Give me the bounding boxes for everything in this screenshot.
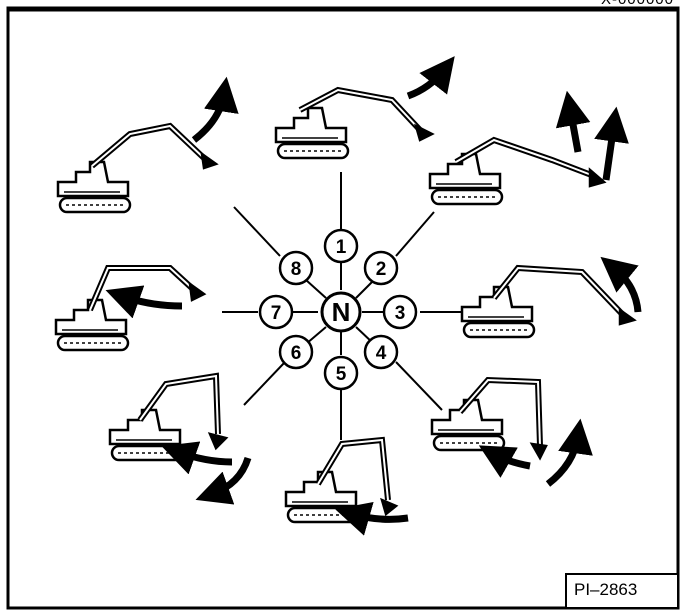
position-6-circle bbox=[278, 334, 314, 370]
position-5-label: 5 bbox=[336, 364, 347, 385]
excavator-position-8 bbox=[56, 76, 239, 214]
figure-number: PI–2863 bbox=[574, 580, 638, 599]
position-4-label: 4 bbox=[376, 343, 387, 364]
figure-frame bbox=[6, 6, 680, 610]
position-8-circle bbox=[278, 250, 314, 286]
position-8-label: 8 bbox=[291, 259, 302, 280]
excavator-position-2 bbox=[428, 90, 629, 206]
neutral-label: N bbox=[332, 297, 351, 327]
excavator-position-7 bbox=[54, 265, 207, 352]
excavator-position-6 bbox=[108, 372, 252, 505]
position-5-circle bbox=[323, 355, 359, 391]
position-7-circle bbox=[258, 294, 294, 330]
position-1-label: 1 bbox=[336, 237, 347, 258]
excavator-position-4 bbox=[430, 376, 593, 487]
lever-pattern bbox=[222, 172, 468, 440]
neutral-circle bbox=[320, 291, 362, 333]
position-7-label: 7 bbox=[271, 303, 282, 324]
position-circles bbox=[258, 228, 418, 391]
position-4-circle bbox=[363, 334, 399, 370]
position-3-circle bbox=[382, 294, 418, 330]
figure-number-box bbox=[565, 573, 679, 609]
position-3-label: 3 bbox=[395, 303, 406, 324]
position-1-circle bbox=[323, 228, 359, 264]
excavator-position-5 bbox=[284, 436, 409, 536]
excavator-position-3 bbox=[460, 256, 642, 339]
top-reference-code: X-000000 bbox=[601, 0, 674, 8]
position-2-circle bbox=[363, 250, 399, 286]
position-2-label: 2 bbox=[376, 259, 387, 280]
excavator-position-1 bbox=[274, 56, 455, 160]
position-6-label: 6 bbox=[291, 343, 302, 364]
